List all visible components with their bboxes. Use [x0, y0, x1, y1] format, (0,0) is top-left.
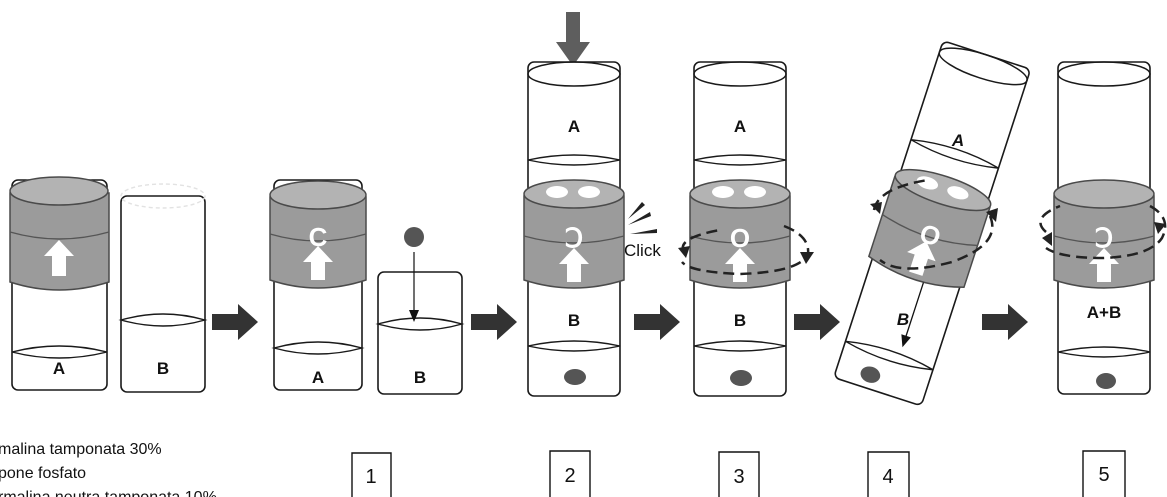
- svg-text:1: 1: [365, 466, 376, 488]
- step2-assembly: A B Ↄ: [523, 61, 625, 397]
- click-label: Click: [624, 241, 661, 260]
- initial-tube-b: B: [118, 183, 208, 393]
- cap-symbol-o: O: [730, 223, 750, 253]
- step1-tube-b: B: [375, 227, 465, 395]
- label-tube-b: B: [897, 310, 909, 329]
- step-box-2: 2: [549, 450, 591, 497]
- step5-assembly: A+B Ↄ: [1053, 61, 1155, 395]
- step-box-1: 1: [351, 452, 392, 497]
- step-box-5: 5: [1082, 450, 1126, 497]
- flow-arrow-1: [212, 304, 258, 340]
- label-tube-a: A: [734, 117, 746, 136]
- rotation-arrow-icon: [1039, 204, 1167, 260]
- cap-symbol-c: C: [309, 222, 328, 252]
- rotation-arrow-icon: [870, 178, 998, 270]
- step4-assembly: [834, 41, 1030, 406]
- rotation-arrow-icon: [678, 224, 814, 276]
- step-box-3: 3: [718, 451, 760, 497]
- cap-symbol-reversed-c: Ↄ: [1095, 223, 1113, 253]
- label-tube-ab: A+B: [1087, 303, 1121, 322]
- svg-text:4: 4: [882, 466, 893, 488]
- step-box-4: 4: [867, 451, 910, 497]
- legend-line-1: malina tamponata 30%: [0, 441, 162, 458]
- label-tube-a: A: [568, 117, 580, 136]
- label-tube-a: A: [951, 131, 964, 150]
- press-down-arrow: [556, 12, 590, 66]
- step1-tube-a: C A: [269, 179, 367, 391]
- cap-symbol-reversed-c: Ↄ: [565, 223, 583, 253]
- svg-text:5: 5: [1098, 464, 1109, 486]
- label-tube-a: A: [312, 368, 324, 387]
- click-burst-icon: [628, 202, 657, 234]
- flow-arrow-5: [982, 304, 1028, 340]
- label-tube-a: A: [53, 359, 65, 378]
- initial-tube-a: A: [9, 176, 110, 391]
- label-tube-b: B: [157, 359, 169, 378]
- svg-text:2: 2: [564, 465, 575, 487]
- legend-line-3: rmalina neutra tamponata 10%: [0, 489, 217, 497]
- legend-line-2: pone fosfato: [0, 465, 86, 482]
- label-tube-b: B: [734, 311, 746, 330]
- flow-arrow-3: [634, 304, 680, 340]
- svg-text:3: 3: [733, 466, 744, 488]
- tissue-sample-icon: [404, 227, 424, 247]
- step3-assembly: A B O: [689, 61, 791, 397]
- flow-arrow-4: [794, 304, 840, 340]
- label-tube-b: B: [568, 311, 580, 330]
- flow-arrow-2: [471, 304, 517, 340]
- label-tube-b: B: [414, 368, 426, 387]
